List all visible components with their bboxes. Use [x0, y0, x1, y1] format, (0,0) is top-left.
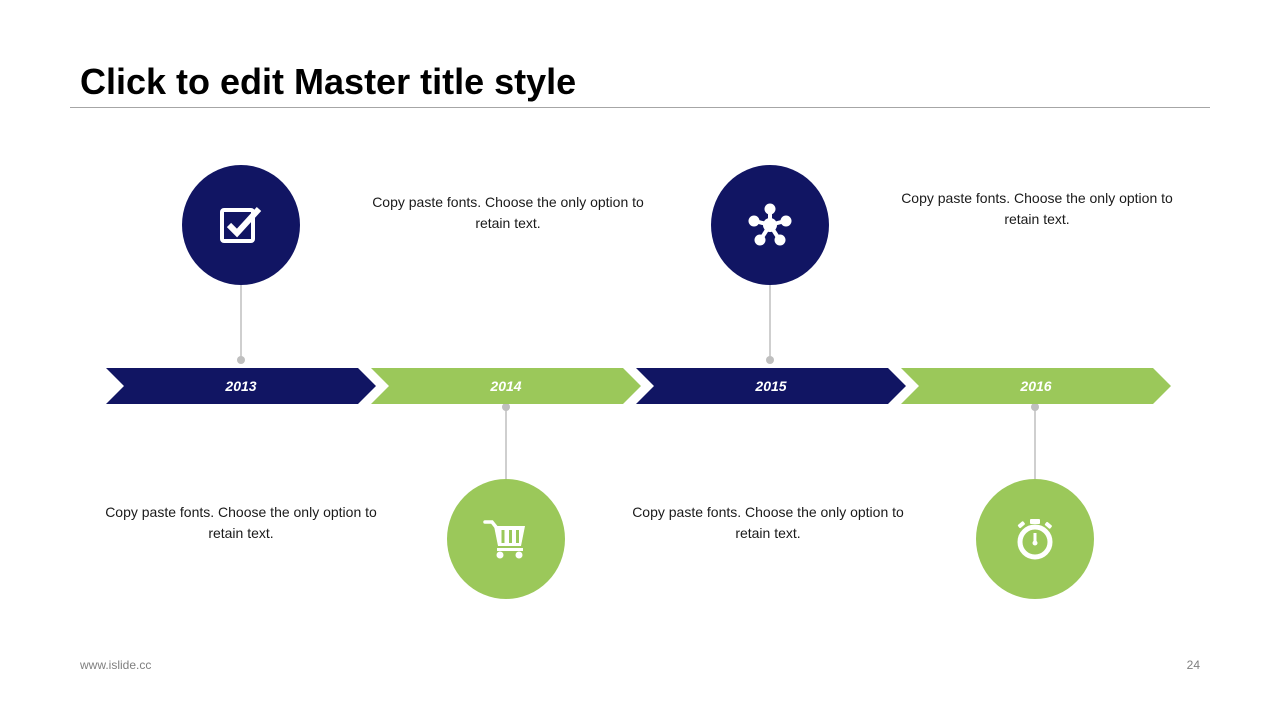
year-label-2014: 2014 [489, 378, 521, 394]
connector-dot-2013 [237, 356, 245, 364]
checkbox-icon [182, 165, 300, 285]
network-nodes-icon [711, 165, 829, 285]
page-number: 24 [1186, 658, 1200, 672]
year-label-2013: 2013 [224, 378, 256, 394]
shopping-cart-icon [447, 479, 565, 599]
description-2015: Copy paste fonts. Choose the only option… [632, 504, 904, 541]
chevron-2014 [371, 368, 641, 404]
chevron-2016 [901, 368, 1171, 404]
description-2014: Copy paste fonts. Choose the only option… [372, 194, 644, 231]
footer-url: www.islide.cc [80, 658, 152, 672]
title-divider [70, 107, 1210, 108]
chevron-2015 [636, 368, 906, 404]
connector-dot-2014 [502, 403, 510, 411]
description-2013: Copy paste fonts. Choose the only option… [105, 504, 377, 541]
connector-dot-2015 [766, 356, 774, 364]
year-label-2016: 2016 [1019, 378, 1051, 394]
connector-dot-2016 [1031, 403, 1039, 411]
stopwatch-icon [976, 479, 1094, 599]
description-2016: Copy paste fonts. Choose the only option… [901, 190, 1173, 227]
year-label-2015: 2015 [754, 378, 786, 394]
chevron-2013 [106, 368, 376, 404]
slide-title: Click to edit Master title style [80, 61, 577, 102]
